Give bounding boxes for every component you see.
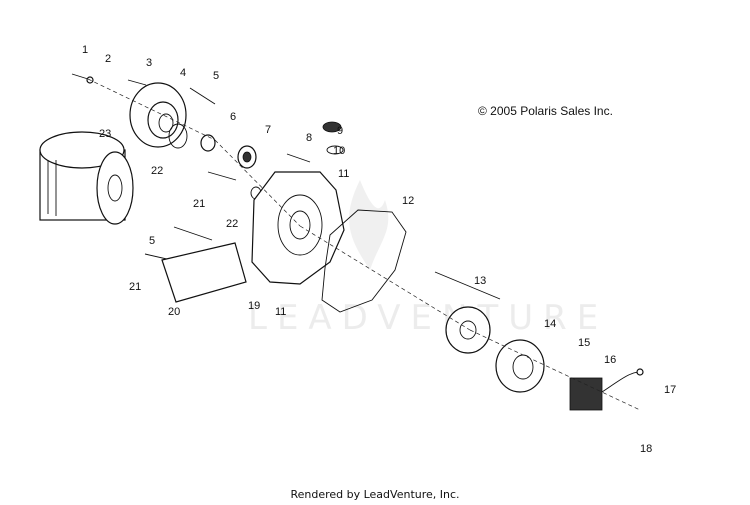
- callout-4: 4: [180, 67, 186, 79]
- rotor: [495, 339, 545, 393]
- callout-8: 8: [306, 132, 312, 144]
- bolts: [71, 73, 311, 263]
- copyright-notice: © 2005 Polaris Sales Inc.: [478, 104, 613, 118]
- callout-19: 19: [248, 300, 260, 312]
- oil-fill-plug: [322, 121, 344, 155]
- callout-14: 14: [544, 318, 556, 330]
- callout-20: 20: [168, 306, 180, 318]
- seals-and-rings: [168, 123, 262, 200]
- callout-2: 2: [105, 53, 111, 65]
- callout-5: 5: [213, 70, 219, 82]
- callout-22b: 22: [226, 218, 238, 230]
- callout-16: 16: [604, 354, 616, 366]
- callout-18: 18: [640, 443, 652, 455]
- callout-15: 15: [578, 337, 590, 349]
- footer-credit: Rendered by LeadVenture, Inc.: [290, 488, 460, 501]
- stator: [569, 368, 644, 411]
- callout-21a: 21: [193, 198, 205, 210]
- callout-23: 23: [99, 128, 111, 140]
- guard-plate: [161, 242, 247, 303]
- oil-filter: [39, 131, 134, 225]
- callout-22a: 22: [151, 165, 163, 177]
- callout-9: 9: [337, 125, 343, 137]
- cover-gasket: [321, 209, 407, 313]
- callout-5b: 5: [149, 235, 155, 247]
- assembly-lines: [87, 78, 641, 411]
- callout-10: 10: [333, 145, 345, 157]
- callout-7: 7: [265, 124, 271, 136]
- callout-1: 1: [82, 44, 88, 56]
- flywheel-assembly: [434, 271, 501, 354]
- engine-cover: [251, 171, 345, 285]
- callout-21b: 21: [129, 281, 141, 293]
- callout-11b: 11: [275, 306, 286, 318]
- watermark: LEADVENTURE: [248, 298, 609, 338]
- callout-11: 11: [338, 168, 349, 180]
- callout-6: 6: [230, 111, 236, 123]
- watermark-logo: [349, 180, 389, 270]
- callout-13: 13: [474, 275, 486, 287]
- callout-17: 17: [664, 384, 676, 396]
- filter-housing: [129, 82, 187, 148]
- callout-3: 3: [146, 57, 152, 69]
- callout-12: 12: [402, 195, 414, 207]
